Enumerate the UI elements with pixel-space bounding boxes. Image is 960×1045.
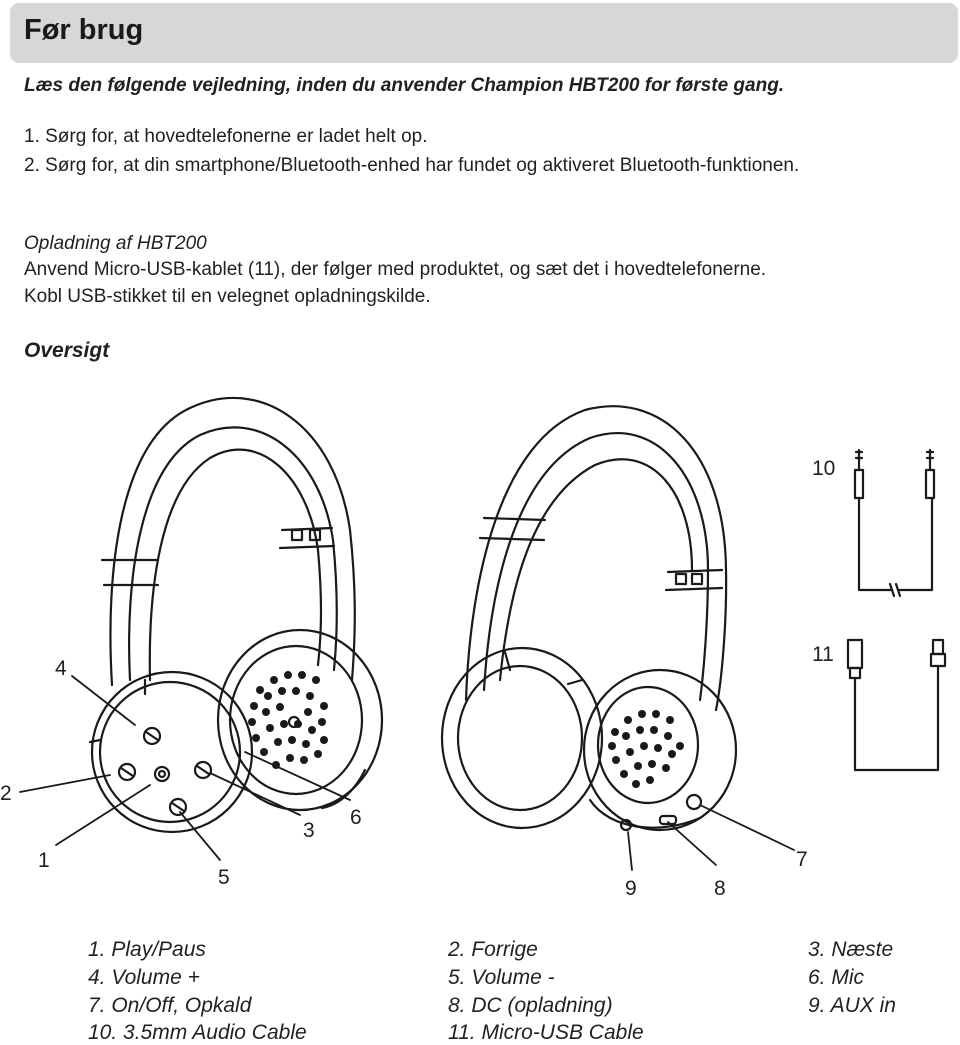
callout-10: 10 xyxy=(812,457,835,480)
callout-4: 4 xyxy=(55,657,67,680)
legend-item-8: 8. DC (opladning) xyxy=(448,994,613,1017)
step-1: 1. Sørg for, at hovedtelefonerne er lade… xyxy=(24,126,428,147)
intro-text: Læs den følgende vejledning, inden du an… xyxy=(24,75,785,96)
legend-item-1: 1. Play/Paus xyxy=(88,938,206,961)
step-2: 2. Sørg for, at din smartphone/Bluetooth… xyxy=(24,155,800,176)
legend-item-3: 3. Næste xyxy=(808,938,894,961)
legend-item-10: 10. 3.5mm Audio Cable xyxy=(88,1021,307,1044)
left-headphone-illustration xyxy=(88,397,384,834)
legend-item-5: 5. Volume - xyxy=(448,966,555,989)
callout-7: 7 xyxy=(796,848,808,871)
callout-8: 8 xyxy=(714,877,726,900)
audio-cable-illustration xyxy=(853,448,936,598)
callout-6: 6 xyxy=(350,806,362,829)
legend-item-7: 7. On/Off, Opkald xyxy=(88,994,252,1017)
header-bar xyxy=(10,3,958,63)
legend-item-2: 2. Forrige xyxy=(448,938,538,961)
callout-1: 1 xyxy=(38,849,50,872)
callout-5: 5 xyxy=(218,866,230,889)
charging-line-1: Anvend Micro-USB-kablet (11), der følger… xyxy=(24,259,767,280)
legend-item-11: 11. Micro-USB Cable xyxy=(448,1021,644,1044)
overview-title: Oversigt xyxy=(24,339,110,362)
legend-item-6: 6. Mic xyxy=(808,966,865,989)
callout-3: 3 xyxy=(303,819,315,842)
callout-11: 11 xyxy=(812,643,834,666)
callout-2: 2 xyxy=(0,782,12,805)
callout-leaders xyxy=(19,675,795,871)
micro-usb-cable-illustration xyxy=(846,638,947,772)
callout-9: 9 xyxy=(625,877,637,900)
charging-line-2: Kobl USB-stikket til en velegnet opladni… xyxy=(24,286,431,307)
charging-title: Opladning af HBT200 xyxy=(24,233,207,254)
headphones-diagram: 4 2 1 5 3 6 9 8 7 10 11 xyxy=(0,397,947,900)
right-headphone-illustration xyxy=(440,405,738,832)
legend-item-4: 4. Volume + xyxy=(88,966,200,989)
legend-item-9: 9. AUX in xyxy=(808,994,896,1017)
page-title: Før brug xyxy=(24,14,144,46)
